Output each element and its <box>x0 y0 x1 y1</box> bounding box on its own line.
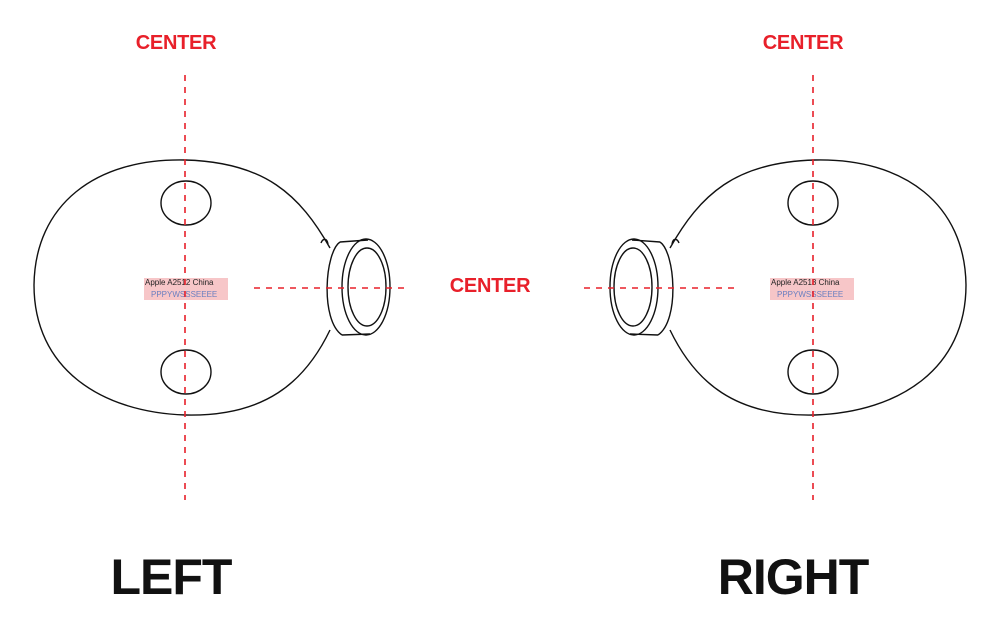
right-earbud-notch <box>671 238 680 245</box>
left-earbud: Apple A2512 China PPPYWSSSEEEE <box>33 159 391 416</box>
right-earbud-body <box>669 159 967 416</box>
right-earbud: Apple A2513 China PPPYWSSSEEEE <box>609 159 967 416</box>
right-top-sensor <box>787 180 839 226</box>
left-earbud-notch <box>320 238 329 245</box>
left-nozzle <box>326 238 391 336</box>
right-serial-text: PPPYWSSSEEEE <box>777 290 843 299</box>
center-label-top-right: CENTER <box>763 32 844 54</box>
left-model-text: Apple A2512 China <box>145 278 214 287</box>
center-label-top-left: CENTER <box>136 32 217 54</box>
left-top-sensor <box>160 180 212 226</box>
right-label-highlight <box>770 278 854 300</box>
right-model-text: Apple A2513 China <box>771 278 840 287</box>
left-label-highlight <box>144 278 228 300</box>
left-earbud-body <box>33 159 331 416</box>
left-bottom-sensor <box>160 349 212 395</box>
right-bottom-sensor <box>787 349 839 395</box>
center-label-middle: CENTER <box>450 275 531 297</box>
left-serial-text: PPPYWSSSEEEE <box>151 290 217 299</box>
left-side-label: LEFT <box>111 549 232 605</box>
right-nozzle <box>609 238 674 336</box>
right-side-label: RIGHT <box>718 549 869 605</box>
